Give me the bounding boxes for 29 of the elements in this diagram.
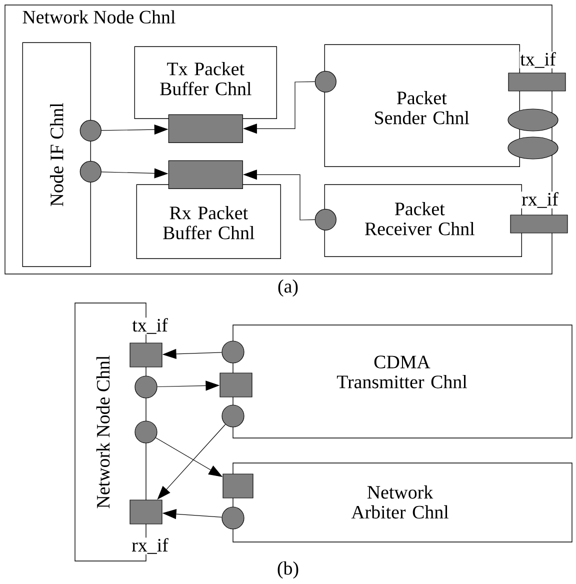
port-circle [222,340,244,364]
port-bar [130,342,162,368]
port-circle [80,160,102,182]
port-bar [168,160,243,189]
subfigure-label: (a) [277,278,299,298]
port-circle [134,376,158,398]
port-label: rx_if [521,192,559,208]
channel-box: CDMA Transmitter Chnl [232,324,572,438]
port-circle [222,506,244,530]
port-bar [168,114,243,143]
port-bar [222,474,254,498]
port-circle [134,420,158,444]
port-circle [80,120,102,142]
port-circle [314,208,336,230]
subfigure-label: (b) [276,560,300,580]
channel-box: Node IF Chnl [22,42,91,267]
port-circle [222,404,244,428]
port-circle [314,70,336,92]
port-bar [220,372,252,398]
port-bar [508,72,566,92]
port-bar [510,214,568,234]
port-label: tx_if [520,52,556,68]
channel-box: Packet Receiver Chnl [324,184,522,257]
port-label: tx_if [132,318,168,334]
port-ellipse [508,108,558,132]
port-label: rx_if [131,538,169,554]
channel-box: Network Arbiter Chnl [232,462,572,542]
port-ellipse [508,136,558,160]
port-bar [130,500,162,524]
